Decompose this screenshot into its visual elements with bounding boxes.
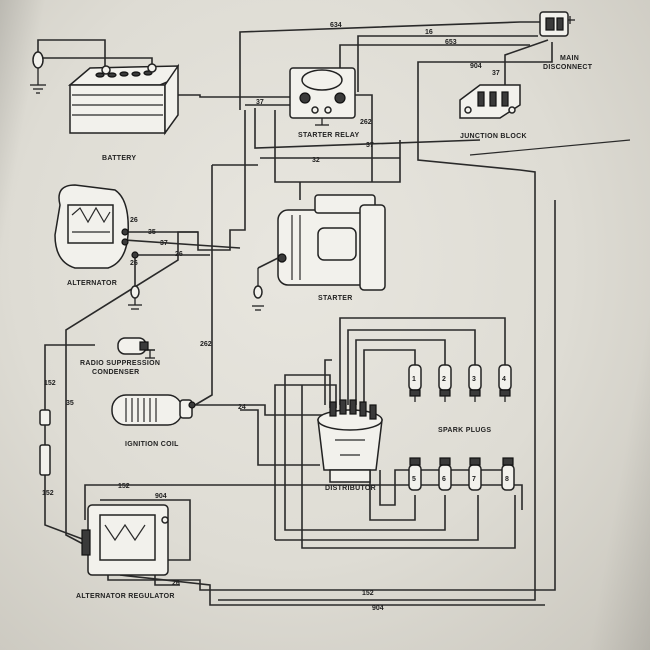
alternator xyxy=(54,184,139,269)
spark-plug-3: 3 xyxy=(468,364,482,402)
spark-plug-6: 6 xyxy=(438,457,452,491)
alternator-regulator-label: ALTERNATOR REGULATOR xyxy=(76,593,175,600)
wire-label-904-top: 904 xyxy=(470,63,482,70)
spark-plugs-upper-row: 1 2 3 4 xyxy=(408,364,512,402)
spark-plugs-label: SPARK PLUGS xyxy=(438,427,491,434)
wire-number-labels: 634 16 653 904 37 37 262 37 32 26 35 37 … xyxy=(42,22,500,612)
wire-label-26-alternator: 26 xyxy=(130,217,138,224)
junction-block xyxy=(459,84,521,119)
spark-plug-8: 8 xyxy=(501,457,515,491)
wire-label-653: 653 xyxy=(445,39,457,46)
wire-label-152-bottom: 152 xyxy=(362,590,374,597)
spark-plug-number: 2 xyxy=(442,376,446,383)
spark-plug-7: 7 xyxy=(468,457,482,491)
wire-label-24: 24 xyxy=(238,404,246,411)
wire-label-152-regulator: 152 xyxy=(118,483,130,490)
radio-suppression-condenser xyxy=(117,337,155,359)
starter-motor xyxy=(277,194,386,291)
alternator-label: ALTERNATOR xyxy=(67,280,117,287)
wire-label-26-ground: 26 xyxy=(130,260,138,267)
wire-label-262-relay: 262 xyxy=(360,119,372,126)
main-disconnect-label-line2: DISCONNECT xyxy=(543,64,593,71)
starter-relay xyxy=(289,67,356,126)
wire-label-35-left: 35 xyxy=(66,400,74,407)
condenser-label-line2: CONDENSER xyxy=(92,369,139,376)
main-disconnect xyxy=(539,11,575,37)
wiring-harness xyxy=(37,21,631,606)
alternator-ground xyxy=(128,285,142,310)
battery-label: BATTERY xyxy=(102,155,136,162)
inline-resistor xyxy=(39,409,51,476)
spark-plug-5: 5 xyxy=(408,457,422,491)
spark-plugs-lower-row: 5 6 7 8 xyxy=(408,457,515,491)
battery xyxy=(67,63,180,136)
wire-label-32: 32 xyxy=(312,157,320,164)
wire-label-35: 35 xyxy=(148,229,156,236)
wire-label-37-relay: 37 xyxy=(256,99,264,106)
ignition-coil-label: IGNITION COIL xyxy=(125,441,179,448)
wire-label-904-regulator: 904 xyxy=(155,493,167,500)
wire-label-37-mid: 37 xyxy=(366,142,374,149)
battery-ground-clamp xyxy=(30,51,46,94)
spark-plug-number: 3 xyxy=(472,376,476,383)
spark-plug-2: 2 xyxy=(438,364,452,402)
wire-label-16: 16 xyxy=(425,29,433,36)
spark-plug-number: 5 xyxy=(412,476,416,483)
spark-plug-number: 1 xyxy=(412,376,416,383)
spark-plug-number: 6 xyxy=(442,476,446,483)
starter-relay-label: STARTER RELAY xyxy=(298,132,359,139)
condenser-label-line1: RADIO SUPPRESSION xyxy=(80,360,160,367)
spark-plug-1: 1 xyxy=(408,364,422,402)
starter-label: STARTER xyxy=(318,295,353,302)
starter-ground xyxy=(252,257,279,311)
wire-label-904-bottom: 904 xyxy=(372,605,384,612)
wire-label-26-alternator-2: 26 xyxy=(175,251,183,258)
spark-plug-number: 4 xyxy=(502,376,506,383)
wire-label-26-regulator: 26 xyxy=(172,580,180,587)
wire-label-262-left: 262 xyxy=(200,341,212,348)
wire-label-37-alternator: 37 xyxy=(160,240,168,247)
junction-block-label: JUNCTION BLOCK xyxy=(460,133,527,140)
ignition-coil xyxy=(111,394,196,426)
distributor xyxy=(317,399,383,483)
wire-label-152-left: 152 xyxy=(44,380,56,387)
distributor-label: DISTRIBUTOR xyxy=(325,485,376,492)
alternator-regulator xyxy=(81,504,169,576)
spark-plug-number: 7 xyxy=(472,476,476,483)
wire-label-37-junction: 37 xyxy=(492,70,500,77)
wire-label-634: 634 xyxy=(330,22,342,29)
spark-plug-4: 4 xyxy=(498,364,512,402)
main-disconnect-label-line1: MAIN xyxy=(560,55,579,62)
wire-label-152-low: 152 xyxy=(42,490,54,497)
spark-plug-number: 8 xyxy=(505,476,509,483)
